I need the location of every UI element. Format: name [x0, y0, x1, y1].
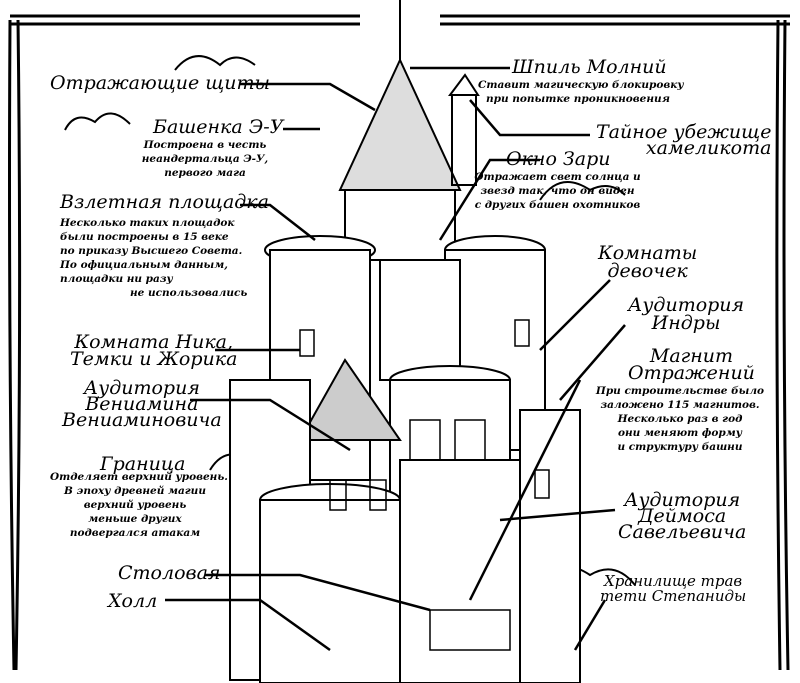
- label-lightning-spire: Шпиль Молний: [512, 56, 667, 78]
- castle: [229, 0, 581, 683]
- label-boys-room: Комната Ника,Темки и Жорика: [70, 331, 238, 370]
- label-launch-pad: Взлетная площадка: [60, 191, 269, 213]
- label-border: Граница: [100, 453, 186, 475]
- label-reflecting-shields: Отражающие щиты: [50, 72, 271, 94]
- label-dawn-window: Окно Зари: [506, 148, 611, 170]
- note-border: Отделяет верхний уровень.В эпоху древней…: [50, 471, 228, 539]
- label-hall: Холл: [108, 590, 158, 612]
- vine-border: [8, 14, 790, 671]
- label-eu-tower: Башенка Э-У: [153, 116, 284, 138]
- leader-lines: [165, 66, 626, 652]
- label-dining-hall: Столовая: [118, 562, 221, 584]
